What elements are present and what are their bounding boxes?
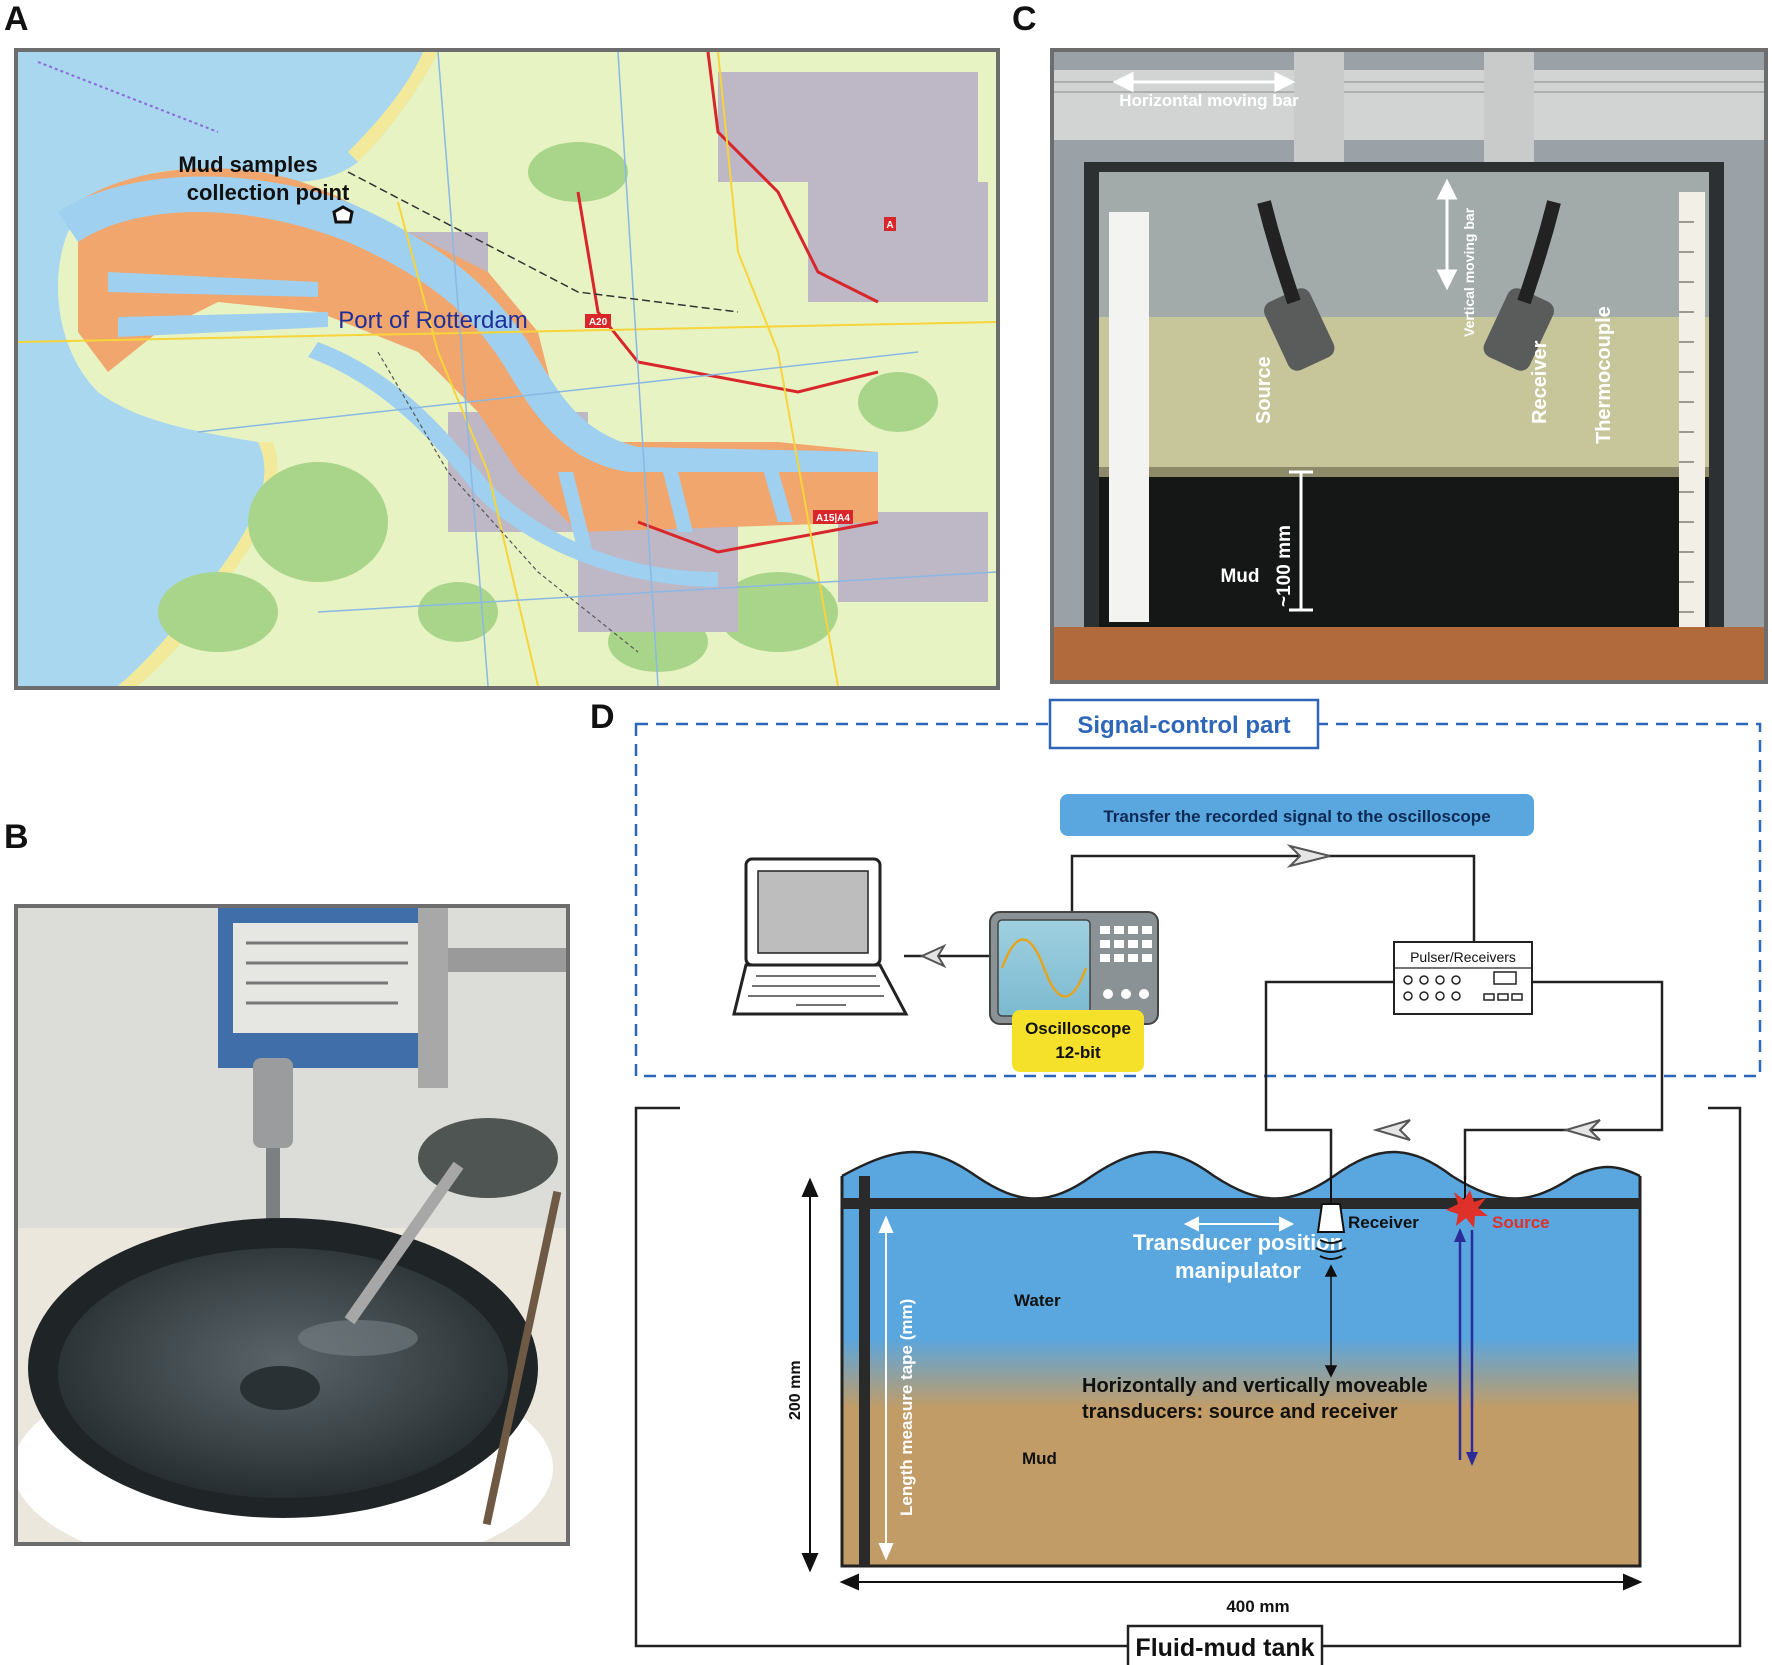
tank-upper-glass <box>1099 172 1709 317</box>
moveable-label-line1: Horizontally and vertically moveable <box>1082 1375 1428 1397</box>
oscilloscope-icon <box>989 911 1159 1025</box>
manipulator-label-line1: Transducer position <box>1133 1230 1343 1255</box>
manipulator-bar-vertical <box>859 1176 870 1566</box>
horizontal-bar-arrow <box>1112 71 1296 93</box>
stand-clamp <box>448 948 566 972</box>
width-dimension <box>839 1573 1643 1591</box>
road-badge-edge-label: A <box>886 220 893 231</box>
source-star-icon <box>1446 1190 1488 1228</box>
receiver-label: Receiver <box>1348 1213 1419 1232</box>
tank-walls <box>840 1176 1642 1568</box>
manipulator-bar-horizontal <box>842 1198 1640 1209</box>
harbor-areas <box>78 168 878 532</box>
pulser-label: Pulser/Receivers <box>1410 949 1516 965</box>
mixer-chuck <box>253 1058 293 1148</box>
mud-depth-bracket <box>1289 470 1313 612</box>
height-label: 200 mm <box>787 1360 804 1420</box>
ruler-ticks <box>1679 221 1694 613</box>
stand-pole <box>418 908 448 1088</box>
signal-control-box <box>634 722 1762 1078</box>
thermocouple-photo-label: Thermocouple <box>1593 306 1615 444</box>
beach-strip <box>348 52 438 162</box>
ruler-right <box>1679 192 1705 642</box>
width-label: 400 mm <box>1226 1597 1289 1616</box>
manipulator-label-line2: manipulator <box>1175 1258 1301 1283</box>
tank-photo-panel: Horizontal moving bar Vertical moving ba… <box>1050 48 1768 684</box>
sea-area <box>18 52 438 686</box>
signal-control-title: Signal-control part <box>1077 712 1290 739</box>
mixer-label-lines <box>246 941 408 1005</box>
depth-photo-label: ~100 mm <box>1274 525 1295 607</box>
signal-chevrons <box>919 844 1601 1141</box>
receiver-photo-label: Receiver <box>1529 340 1551 424</box>
panel-letter-d: D <box>590 698 615 736</box>
source-photo-label: Source <box>1253 356 1275 424</box>
tank-mud <box>1099 472 1709 627</box>
tape-arrow <box>878 1215 894 1561</box>
transfer-banner <box>1060 794 1534 836</box>
source-cable <box>1257 200 1301 305</box>
road-badge-a15-label: A15|A4 <box>816 513 850 524</box>
moveable-label-line2: transducers: source and receiver <box>1082 1401 1398 1423</box>
tank-photo: Horizontal moving bar Vertical moving ba… <box>1054 52 1764 680</box>
roads <box>18 52 996 686</box>
green-patches <box>158 142 938 672</box>
road-badge-a15 <box>813 510 853 524</box>
manipulator-arrow <box>1183 1216 1295 1232</box>
vertical-bar-label: Vertical moving bar <box>1461 207 1477 337</box>
receiver-transducer <box>1483 288 1555 371</box>
port-label: Port of Rotterdam <box>338 307 527 334</box>
mud-photo-label: Mud <box>1220 566 1259 587</box>
mud-photo-panel <box>14 904 570 1546</box>
source-signal-arrows <box>1454 1228 1478 1466</box>
road-badge-a20-label: A20 <box>589 317 608 328</box>
receiver-depth-arrow <box>1324 1264 1338 1378</box>
tank-sediment-line <box>1099 467 1709 477</box>
vertical-bar-arrow <box>1436 178 1458 291</box>
tank-title-box <box>1126 1624 1324 1665</box>
tank-bracket <box>634 1106 1742 1648</box>
river-channels <box>58 176 878 587</box>
side-stick <box>344 1161 464 1325</box>
receiver-transducer-icon <box>1315 1176 1347 1260</box>
oscilloscope-tag-line2: 12-bit <box>1055 1043 1101 1062</box>
mud-highlight <box>298 1320 418 1356</box>
tank-fill <box>842 1152 1640 1566</box>
height-dimension <box>801 1177 819 1573</box>
water-label: Water <box>1014 1291 1061 1310</box>
signal-control-title-box <box>1048 698 1320 750</box>
mud-swirl <box>240 1366 320 1410</box>
mixer-label-plate <box>233 923 423 1033</box>
pulser-receiver-icon <box>1393 941 1533 1015</box>
transfer-banner-text: Transfer the recorded signal to the osci… <box>1103 807 1490 826</box>
panel-letter-a: A <box>4 0 29 38</box>
mud-mixing-photo <box>18 908 566 1542</box>
measure-strip-left <box>1109 212 1149 622</box>
signal-wires <box>904 854 1664 1180</box>
laptop-icon <box>732 857 909 1016</box>
receiver-cable <box>1517 200 1561 305</box>
oscilloscope-tag <box>1012 1010 1144 1072</box>
mud-label: Mud <box>1022 1449 1057 1468</box>
horizontal-bar-label: Horizontal moving bar <box>1119 91 1299 110</box>
rotterdam-map: A20 A15|A4 A Mud samples collection poin… <box>18 52 996 686</box>
road-badge-edge <box>884 217 896 231</box>
tape-label: Length measure tape (mm) <box>897 1299 916 1516</box>
source-transducer <box>1263 288 1335 371</box>
oscilloscope-tag-line1: Oscilloscope <box>1025 1019 1131 1038</box>
tank-title: Fluid-mud tank <box>1135 1634 1314 1662</box>
collection-label-line1: Mud samples <box>178 152 317 177</box>
rod <box>482 1190 562 1526</box>
map-panel: A20 A15|A4 A Mud samples collection poin… <box>14 48 1000 690</box>
collection-label-line2: collection point <box>187 180 350 205</box>
tank-wave-outline <box>841 1150 1641 1200</box>
collection-point-marker <box>332 205 354 224</box>
road-badge-a20 <box>585 314 611 328</box>
wooden-base <box>1054 627 1764 680</box>
source-label: Source <box>1492 1213 1550 1232</box>
panel-letter-c: C <box>1012 0 1037 38</box>
panel-letter-b: B <box>4 818 29 856</box>
